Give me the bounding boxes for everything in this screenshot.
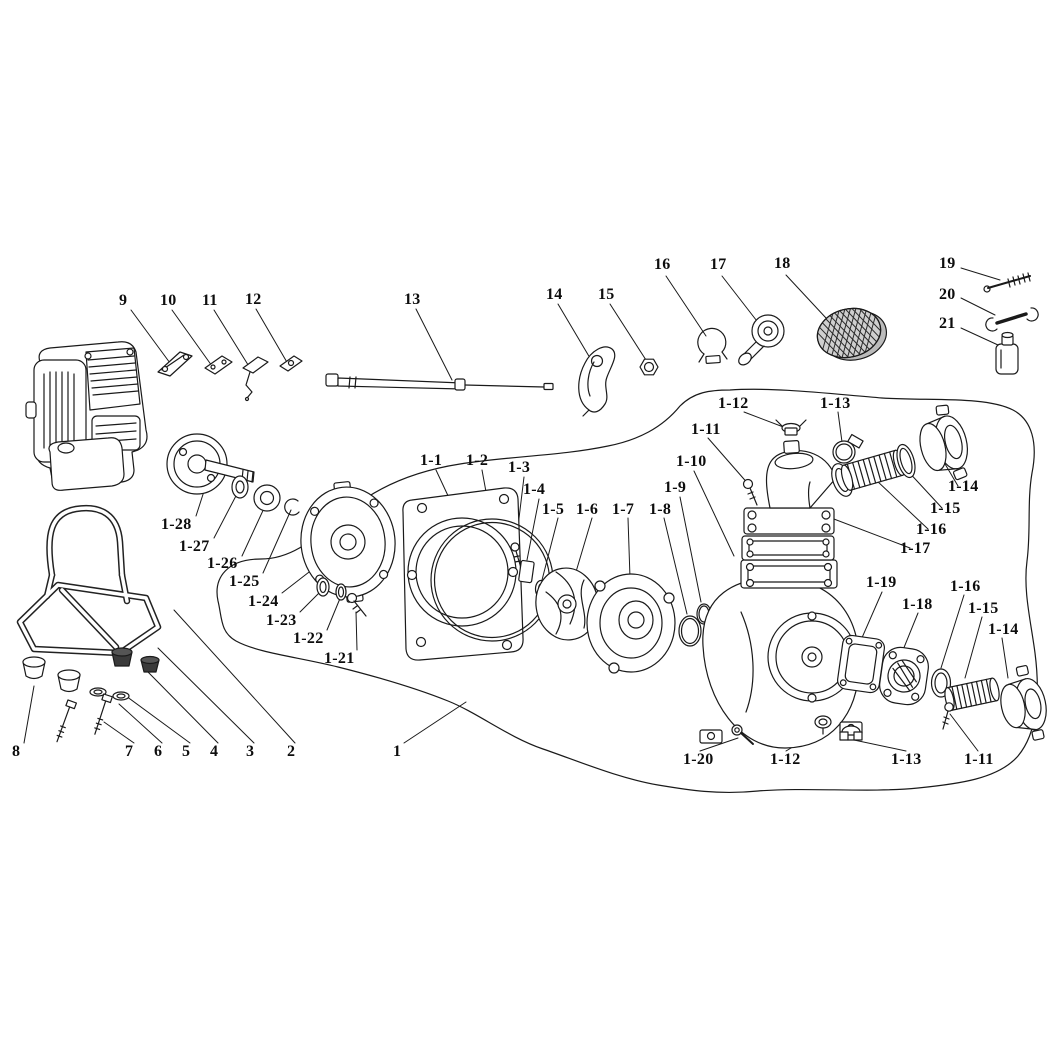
callout-1-7: 1-7 bbox=[612, 501, 635, 518]
callout-1-17: 1-17 bbox=[900, 540, 931, 557]
callout-1-14-right: 1-14 bbox=[948, 478, 979, 495]
callout-1-24: 1-24 bbox=[248, 593, 279, 610]
callout-1-27: 1-27 bbox=[179, 538, 210, 555]
hose-coupler-bottom-illustration bbox=[1000, 665, 1047, 741]
callout-1-9: 1-9 bbox=[664, 479, 687, 496]
callout-1-2: 1-2 bbox=[466, 452, 489, 469]
nut-illustration bbox=[639, 358, 659, 376]
callout-1-15-right: 1-15 bbox=[930, 500, 961, 517]
callout-14: 14 bbox=[546, 286, 563, 303]
callout-1-6: 1-6 bbox=[576, 501, 599, 518]
callout-16: 16 bbox=[654, 256, 671, 273]
coupling-ring-top-illustration bbox=[896, 443, 916, 479]
pump-casing-illustration bbox=[699, 559, 863, 749]
callout-1-8: 1-8 bbox=[649, 501, 672, 518]
impeller-illustration bbox=[535, 567, 599, 641]
diffuser-illustration bbox=[586, 573, 676, 674]
callout-1-18: 1-18 bbox=[902, 596, 933, 613]
spring-clamp-illustration bbox=[697, 327, 728, 365]
callout-10: 10 bbox=[160, 292, 177, 309]
callout-1-16-right: 1-16 bbox=[916, 521, 947, 538]
callout-1-19: 1-19 bbox=[866, 574, 897, 591]
coupling-sleeve-bottom-illustration bbox=[944, 677, 1000, 711]
callout-1-4: 1-4 bbox=[523, 481, 546, 498]
callout-9: 9 bbox=[119, 292, 128, 309]
callout-12: 12 bbox=[245, 291, 262, 308]
crankcase-cover-illustration bbox=[300, 481, 396, 603]
engine-illustration bbox=[25, 341, 148, 491]
callout-13: 13 bbox=[404, 291, 421, 308]
bracket-parts-illustration bbox=[157, 351, 303, 402]
cleaning-tool-illustration bbox=[983, 272, 1031, 293]
callout-1-13-top: 1-13 bbox=[820, 395, 851, 412]
callout-18: 18 bbox=[774, 255, 791, 272]
callout-15: 15 bbox=[598, 286, 615, 303]
callout-8: 8 bbox=[12, 743, 21, 760]
callout-4: 4 bbox=[210, 743, 219, 760]
clutch-assembly-illustration bbox=[166, 433, 300, 516]
callout-1-11-top: 1-11 bbox=[691, 421, 721, 438]
callout-1-1: 1-1 bbox=[420, 452, 443, 469]
throttle-cable-illustration bbox=[325, 373, 554, 391]
callout-1-14-bottom: 1-14 bbox=[988, 621, 1019, 638]
callout-21: 21 bbox=[939, 315, 956, 332]
frame-illustration bbox=[16, 504, 162, 657]
wrench-illustration bbox=[985, 307, 1039, 332]
callout-20: 20 bbox=[939, 286, 956, 303]
callout-6: 6 bbox=[154, 743, 163, 760]
callout-5: 5 bbox=[182, 743, 191, 760]
callout-17: 17 bbox=[710, 256, 727, 273]
callout-1-15-bottom: 1-15 bbox=[968, 600, 999, 617]
throttle-lever-illustration bbox=[578, 346, 616, 417]
callout-1-23: 1-23 bbox=[266, 612, 297, 629]
hose-clamp-top-illustration bbox=[832, 433, 864, 464]
callout-1: 1 bbox=[393, 743, 402, 760]
callout-1-10: 1-10 bbox=[676, 453, 707, 470]
callout-1-5: 1-5 bbox=[542, 501, 565, 518]
callout-1-25: 1-25 bbox=[229, 573, 260, 590]
callout-1-28: 1-28 bbox=[161, 516, 192, 533]
discharge-elbow-illustration bbox=[741, 419, 853, 561]
callout-1-3: 1-3 bbox=[508, 459, 531, 476]
callout-2: 2 bbox=[287, 743, 296, 760]
callout-1-12-bottom: 1-12 bbox=[770, 751, 801, 768]
mounting-hardware-illustration bbox=[22, 647, 160, 743]
callout-19: 19 bbox=[939, 255, 956, 272]
suction-flange-illustration bbox=[879, 646, 929, 706]
callout-1-26: 1-26 bbox=[207, 555, 238, 572]
air-filter-illustration bbox=[812, 301, 888, 365]
assembly-boundary-outline bbox=[216, 388, 1038, 794]
leader-lines bbox=[23, 267, 1009, 752]
callout-1-11-bottom: 1-11 bbox=[964, 751, 994, 768]
callout-3: 3 bbox=[246, 743, 255, 760]
grease-bottle-illustration bbox=[995, 331, 1019, 375]
cover-fasteners-illustration bbox=[316, 577, 367, 617]
callout-1-13-bottom: 1-13 bbox=[891, 751, 922, 768]
callout-1-20: 1-20 bbox=[683, 751, 714, 768]
callout-1-22: 1-22 bbox=[293, 630, 324, 647]
hose-coupler-top-illustration bbox=[919, 404, 968, 481]
inlet-elbow-illustration bbox=[738, 314, 785, 366]
suction-gasket-illustration bbox=[837, 634, 885, 694]
callout-1-12-top: 1-12 bbox=[718, 395, 749, 412]
bottom-fasteners-illustration bbox=[731, 702, 954, 745]
callout-11: 11 bbox=[202, 292, 218, 309]
callout-1-21: 1-21 bbox=[324, 650, 355, 667]
callout-1-16-bottom: 1-16 bbox=[950, 578, 981, 595]
callout-7: 7 bbox=[125, 743, 134, 760]
